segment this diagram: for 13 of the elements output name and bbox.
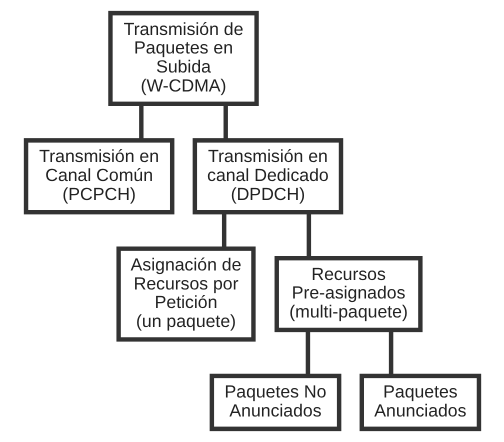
node-box: Transmisión en Canal Común (PCPCH) [23,138,174,214]
node-box: Transmisión en canal Dedicado (DPDCH) [192,138,343,214]
connector [305,330,310,376]
connector [138,104,144,140]
node-box: Paquetes No Anunciados [209,374,341,432]
connector [221,212,226,248]
node-box: Asignación de Recursos por Petición (un paquete) [116,246,256,342]
connector [388,330,393,376]
node-box: Paquetes Anunciados [359,374,481,432]
connector [306,212,311,258]
node-box: Transmisión de Paquetes en Subida (W-CDMA) [108,10,258,106]
node-box: Recursos Pre-asignados (multi-paquete) [274,256,422,332]
connector [223,104,228,140]
